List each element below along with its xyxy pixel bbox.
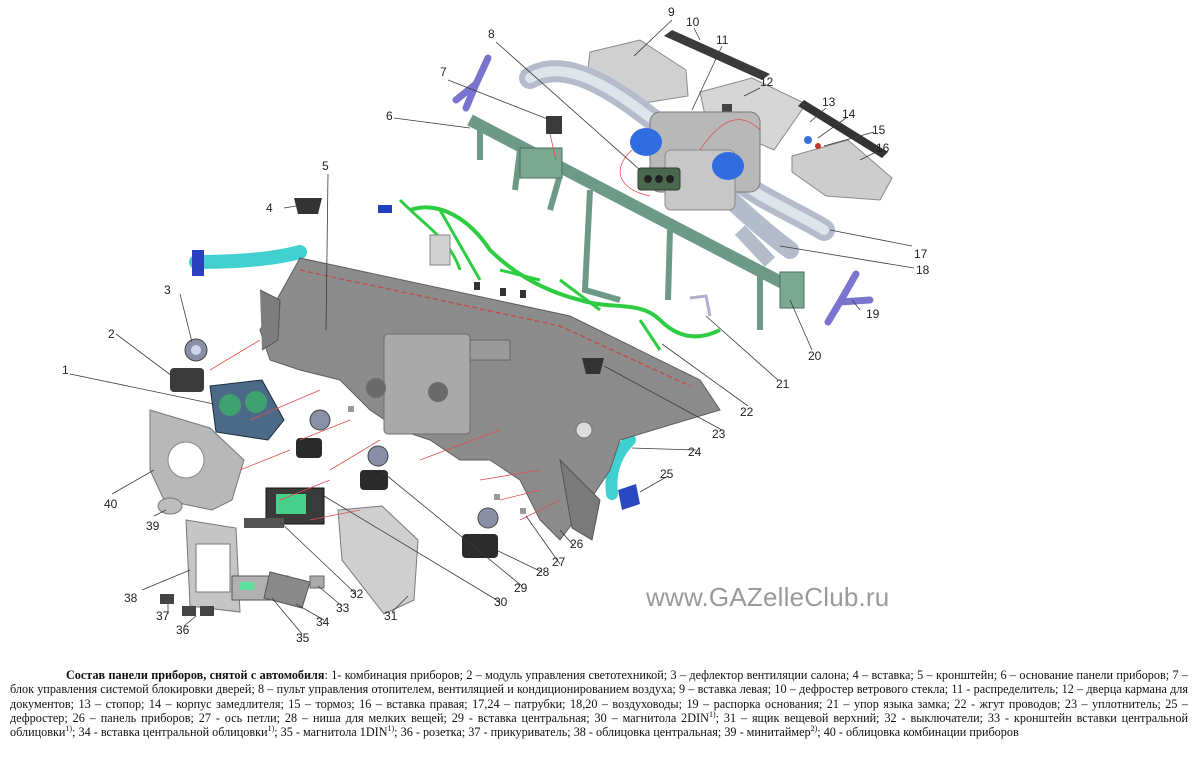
callout-34: 34: [316, 615, 330, 629]
callout-39: 39: [146, 519, 160, 533]
part-center-trim-insert: [263, 571, 311, 609]
callout-21: 21: [776, 377, 790, 391]
part-switches: [244, 518, 284, 528]
callout-28: 28: [536, 565, 550, 579]
callout-15: 15: [872, 123, 886, 137]
part-wiring-harness: [409, 205, 721, 339]
caption-seg-3: ; 35 - магнитола 1DIN: [274, 725, 388, 740]
caption-sup-0: 1): [708, 709, 716, 719]
callout-12: 12: [760, 75, 774, 89]
part-defroster: [618, 484, 640, 510]
part-cigarette-lighter: [160, 594, 174, 604]
callout-38: 38: [124, 591, 138, 605]
callout-40: 40: [104, 497, 118, 511]
callout-30: 30: [494, 595, 508, 609]
caption-sup-3: 1): [387, 724, 395, 734]
caption-sup-4: 2): [810, 724, 818, 734]
part-latch-tongue-stop: [689, 294, 712, 317]
callout-1: 1: [62, 363, 69, 377]
caption-seg-4: ; 36 - розетка; 37 - прикуриватель; 38 -…: [394, 725, 811, 740]
callout-36: 36: [176, 623, 190, 637]
caption-sup-2: 1): [267, 724, 275, 734]
callout-37: 37: [156, 609, 170, 623]
callout-31: 31: [384, 609, 398, 623]
callout-27: 27: [552, 555, 566, 569]
diagram-caption: Состав панели приборов, снятой с автомоб…: [10, 668, 1188, 739]
callout-33: 33: [336, 601, 350, 615]
caption-seg-0: : 1- комбинация приборов; 2 – модуль упр…: [10, 668, 1188, 725]
callout-2: 2: [108, 327, 115, 341]
callout-35: 35: [296, 631, 310, 645]
callout-10: 10: [686, 15, 700, 29]
caption-title: Состав панели приборов, снятой с автомоб…: [66, 668, 325, 682]
caption-seg-2: ; 34 - вставка центральной облицовки: [72, 725, 268, 740]
part-mini-timer: [157, 497, 183, 515]
callout-9: 9: [668, 5, 675, 19]
caption-seg-1: ; 31 – ящик вещевой верхний; 32 - выключ…: [10, 710, 1188, 740]
callout-8: 8: [488, 27, 495, 41]
callout-20: 20: [808, 349, 822, 363]
caption-seg-5: ; 40 - облицовка комбинации приборов: [817, 725, 1019, 740]
callout-25: 25: [660, 467, 674, 481]
part-stopper-strip: [798, 100, 888, 158]
callout-3: 3: [164, 283, 171, 297]
part-windshield-defroster: [664, 30, 770, 80]
part-door-lock-control-unit: [546, 116, 562, 134]
part-right-inlet-pipe: [605, 434, 636, 500]
callout-22: 22: [740, 405, 754, 419]
part-left-brace: [452, 54, 492, 112]
callout-18: 18: [916, 263, 930, 277]
part-small-items-recess: [462, 534, 498, 558]
part-base-brace: [824, 270, 874, 326]
callout-29: 29: [514, 581, 528, 595]
callout-24: 24: [688, 445, 702, 459]
part-upper-glovebox: [337, 505, 419, 615]
part-instrument-panel: [259, 257, 721, 541]
caption-sup-1: 1): [65, 724, 73, 734]
callout-19: 19: [866, 307, 880, 321]
callout-17: 17: [914, 247, 928, 261]
callout-23: 23: [712, 427, 726, 441]
part-left-inlet-pipe: [189, 245, 307, 269]
watermark-text: www.GAZelleClub.ru: [646, 582, 890, 612]
instrument-panel-exploded-diagram: 1 2 3 4 5 6 7 8 9 10 11 12 13 14 15 16 1…: [62, 5, 930, 645]
part-seal: [582, 358, 604, 374]
callout-26: 26: [570, 537, 584, 551]
part-lighting-control-module: [170, 368, 204, 392]
callout-7: 7: [440, 65, 447, 79]
callout-32: 32: [350, 587, 364, 601]
callout-6: 6: [386, 109, 393, 123]
callout-11: 11: [716, 33, 729, 47]
part-insert: [294, 198, 322, 214]
callout-16: 16: [876, 141, 890, 155]
leader-lines: [69, 19, 915, 635]
callout-4: 4: [266, 201, 273, 215]
callout-5: 5: [322, 159, 329, 173]
callout-labels: 1 2 3 4 5 6 7 8 9 10 11 12 13 14 15 16 1…: [62, 5, 930, 645]
callout-14: 14: [842, 107, 856, 121]
callout-13: 13: [822, 95, 836, 109]
part-right-insert: [791, 139, 893, 201]
